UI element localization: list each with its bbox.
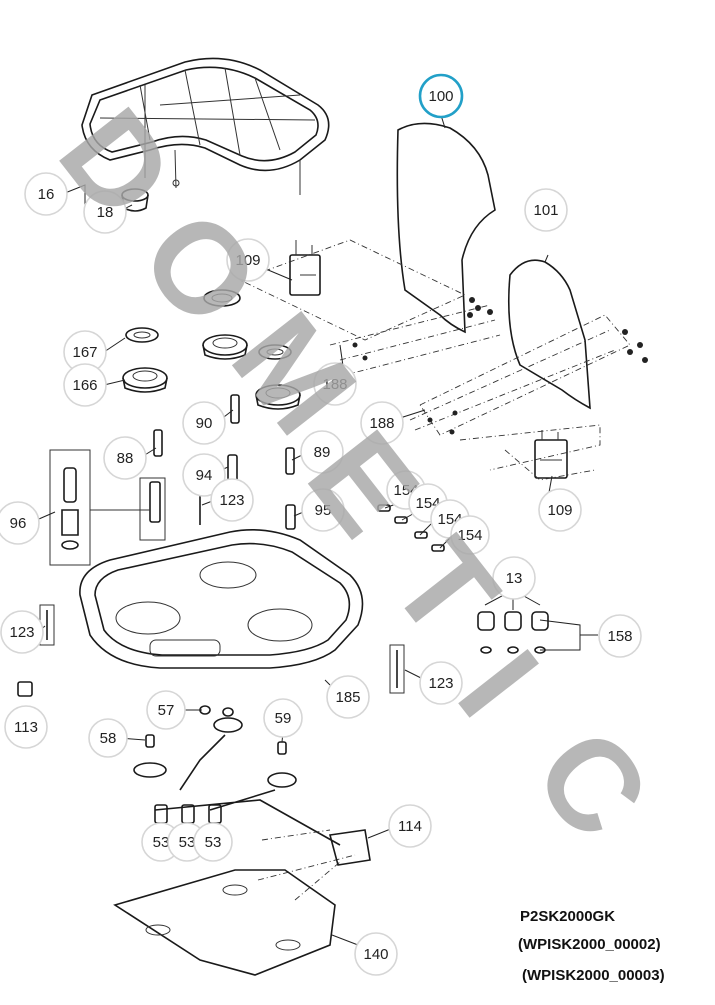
svg-text:185: 185 [335, 689, 360, 706]
svg-text:58: 58 [100, 730, 117, 747]
model-code-1: (WPISK2000_00002) [518, 936, 661, 953]
svg-text:188: 188 [322, 376, 347, 393]
svg-text:158: 158 [607, 628, 632, 645]
callout-90[interactable]: 90 [182, 401, 226, 445]
svg-text:57: 57 [158, 702, 175, 719]
ignitor-module [328, 829, 371, 866]
svg-text:166: 166 [72, 377, 97, 394]
svg-text:114: 114 [398, 818, 422, 835]
callout-bubbles: 100 101 16 18 109 167 166 188 188 90 88 … [0, 73, 642, 976]
hinge-upper [289, 240, 321, 296]
model-code-2: (WPISK2000_00003) [522, 967, 665, 984]
callout-58[interactable]: 58 [88, 718, 128, 758]
callout-154-d[interactable]: 154 [450, 515, 490, 555]
svg-text:109: 109 [547, 502, 572, 519]
svg-text:123: 123 [428, 675, 453, 692]
callout-89[interactable]: 89 [300, 430, 344, 474]
svg-text:188: 188 [369, 415, 394, 432]
glass-lid-101 [507, 259, 591, 410]
burner-cap-right [258, 344, 292, 360]
svg-text:100: 100 [428, 88, 453, 105]
base-plate [113, 869, 336, 976]
callout-59[interactable]: 59 [263, 698, 303, 738]
callout-123-right[interactable]: 123 [419, 661, 463, 705]
callout-166[interactable]: 166 [63, 363, 107, 407]
callout-96[interactable]: 96 [0, 501, 40, 545]
callout-140[interactable]: 140 [354, 932, 398, 976]
callout-101[interactable]: 101 [524, 188, 568, 232]
svg-text:59: 59 [275, 710, 292, 727]
callout-95[interactable]: 95 [301, 488, 345, 532]
assembly-lines [238, 239, 631, 901]
burner-large-left [202, 334, 248, 360]
svg-text:123: 123 [9, 624, 34, 641]
svg-text:53: 53 [179, 834, 196, 851]
callout-113[interactable]: 113 [4, 705, 48, 749]
svg-text:96: 96 [10, 515, 27, 532]
callout-109-upper[interactable]: 109 [226, 238, 270, 282]
burner-166 [122, 367, 168, 393]
burner-large-right [255, 384, 301, 410]
burner-cap-small [203, 289, 241, 307]
callout-123-center[interactable]: 123 [210, 478, 254, 522]
callout-185[interactable]: 185 [326, 675, 370, 719]
svg-text:88: 88 [117, 450, 134, 467]
svg-text:140: 140 [363, 946, 388, 963]
model-name: P2SK2000GK [520, 908, 616, 925]
pan-support-grid [81, 57, 330, 195]
valve-assembly [49, 449, 166, 566]
callout-94[interactable]: 94 [182, 453, 226, 497]
svg-text:16: 16 [38, 186, 55, 203]
svg-text:90: 90 [196, 415, 213, 432]
callout-100[interactable]: 100 [418, 73, 464, 119]
callout-57[interactable]: 57 [146, 690, 186, 730]
bracket-right [389, 644, 405, 694]
svg-text:94: 94 [196, 467, 213, 484]
fasteners [352, 297, 648, 435]
svg-text:123: 123 [219, 492, 244, 509]
glass-lid-100 [396, 122, 496, 334]
svg-text:89: 89 [314, 444, 331, 461]
callout-18[interactable]: 18 [83, 190, 127, 234]
callout-53-c[interactable]: 53 [193, 822, 233, 862]
svg-text:95: 95 [315, 502, 332, 519]
callout-188-a[interactable]: 188 [313, 362, 357, 406]
callout-88[interactable]: 88 [103, 436, 147, 480]
callout-114[interactable]: 114 [388, 804, 432, 848]
svg-text:113: 113 [14, 719, 38, 736]
callout-123-left[interactable]: 123 [0, 610, 44, 654]
hob-tray [79, 528, 364, 669]
svg-text:109: 109 [235, 252, 260, 269]
svg-text:53: 53 [205, 834, 222, 851]
svg-text:13: 13 [506, 570, 523, 587]
burner-cap-167 [125, 327, 159, 343]
svg-text:101: 101 [533, 202, 558, 219]
callout-13[interactable]: 13 [492, 556, 536, 600]
svg-text:167: 167 [72, 344, 97, 361]
callout-158[interactable]: 158 [598, 614, 642, 658]
springs-154 [377, 504, 445, 552]
callout-188-b[interactable]: 188 [360, 401, 404, 445]
svg-text:18: 18 [97, 204, 114, 221]
callout-16[interactable]: 16 [24, 172, 68, 216]
callout-167[interactable]: 167 [63, 330, 107, 374]
clip-113 [17, 681, 33, 697]
callout-109-lower[interactable]: 109 [538, 488, 582, 532]
svg-text:154: 154 [457, 527, 482, 544]
svg-text:53: 53 [153, 834, 170, 851]
